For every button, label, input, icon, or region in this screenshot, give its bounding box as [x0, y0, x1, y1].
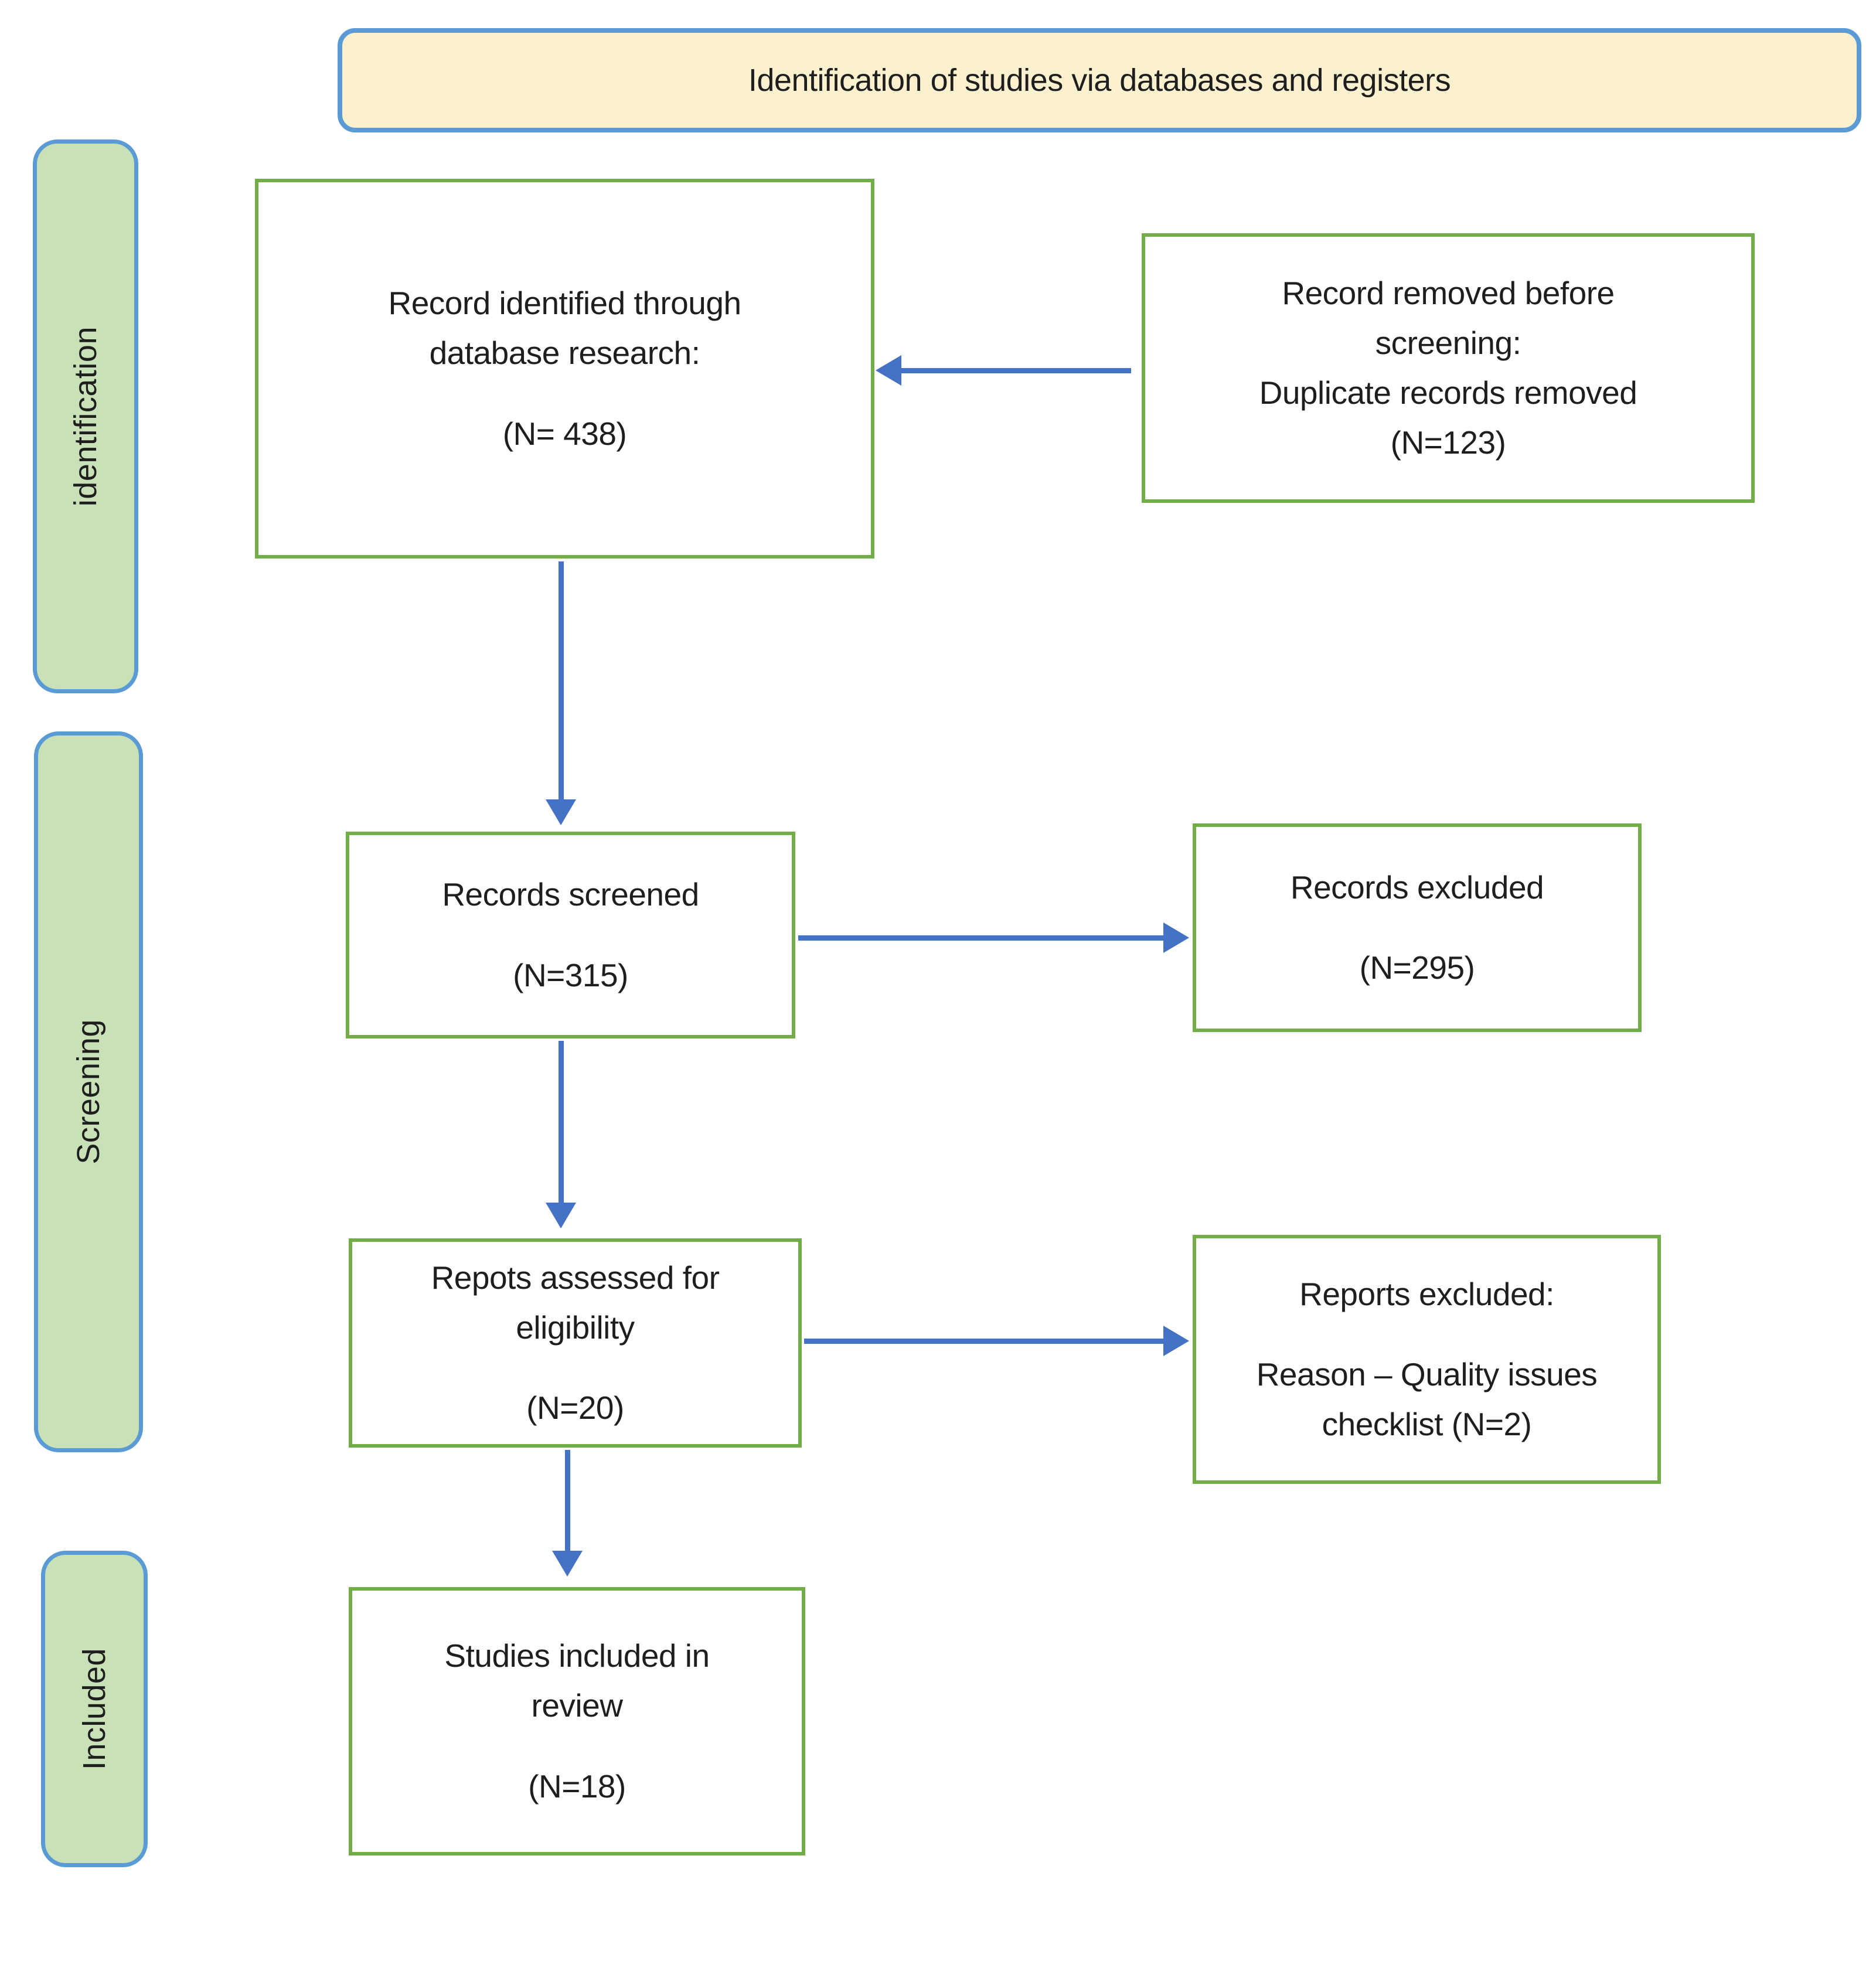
stage-rail-included: Included — [41, 1551, 148, 1867]
header-banner: Identification of studies via databases … — [338, 28, 1861, 132]
box-text-line: eligibility — [516, 1309, 635, 1346]
stage-label-identification: identification — [68, 326, 103, 507]
arrow-assessed-to-included-line — [565, 1450, 570, 1553]
arrow-down-icon — [552, 1551, 583, 1577]
box-text-line: database research: — [429, 335, 700, 372]
box-records-screened: Records screened (N=315) — [346, 832, 795, 1039]
box-text-line: (N=20) — [526, 1390, 624, 1426]
arrow-down-icon — [546, 799, 576, 825]
box-reports-excluded: Reports excluded: Reason – Quality issue… — [1193, 1235, 1661, 1484]
stage-rail-identification: identification — [33, 139, 138, 693]
arrow-left-icon — [876, 355, 901, 386]
box-text-line: Studies included in — [444, 1637, 710, 1674]
box-text-line: Reason – Quality issues — [1256, 1356, 1598, 1392]
arrow-removed-to-identified-line — [901, 368, 1131, 373]
box-text-line: Records screened — [442, 876, 699, 913]
box-records-excluded: Records excluded (N=295) — [1193, 823, 1642, 1032]
box-text-line — [1422, 1319, 1431, 1350]
box-text-line: review — [531, 1687, 623, 1724]
box-text-line: screening: — [1375, 324, 1521, 361]
arrow-identified-to-screened-line — [559, 561, 564, 802]
header-title: Identification of studies via databases … — [748, 63, 1451, 98]
box-text-line — [566, 920, 575, 950]
stage-label-screening: Screening — [71, 1019, 106, 1165]
box-studies-included: Studies included in review (N=18) — [349, 1587, 805, 1855]
arrow-screened-to-excluded-line — [798, 935, 1164, 941]
box-text-line: (N=315) — [513, 956, 628, 993]
box-text-line: (N=18) — [528, 1768, 626, 1804]
box-records-identified: Record identified through database resear… — [255, 179, 874, 559]
stage-label-included: Included — [77, 1647, 112, 1770]
box-text-line: (N=295) — [1359, 949, 1475, 986]
box-text-line — [573, 1731, 581, 1762]
box-text-line: Record identified through — [388, 285, 741, 321]
box-records-removed-before-screening: Record removed before screening: Duplicate… — [1142, 233, 1755, 503]
arrow-screened-to-assessed-line — [559, 1041, 564, 1205]
stage-rail-screening: Screening — [34, 731, 143, 1452]
box-text-line — [1413, 913, 1422, 943]
box-text-line — [560, 379, 569, 409]
box-text-line: Duplicate records removed — [1259, 374, 1637, 411]
box-text-line: (N= 438) — [502, 415, 627, 452]
box-text-line: Reports excluded: — [1299, 1275, 1554, 1312]
box-text-line: checklist (N=2) — [1322, 1406, 1532, 1443]
box-text-line: Records excluded — [1290, 869, 1544, 905]
arrow-assessed-to-reports-excluded-line — [804, 1339, 1164, 1344]
box-text-line: Repots assessed for — [431, 1259, 720, 1296]
arrow-down-icon — [546, 1203, 576, 1228]
box-text-line: (N=123) — [1390, 424, 1506, 461]
arrow-right-icon — [1163, 922, 1189, 953]
box-text-line — [571, 1353, 580, 1383]
box-text-line: Record removed before — [1282, 274, 1615, 311]
box-reports-assessed: Repots assessed for eligibility (N=20) — [349, 1238, 802, 1448]
arrow-right-icon — [1163, 1326, 1189, 1356]
